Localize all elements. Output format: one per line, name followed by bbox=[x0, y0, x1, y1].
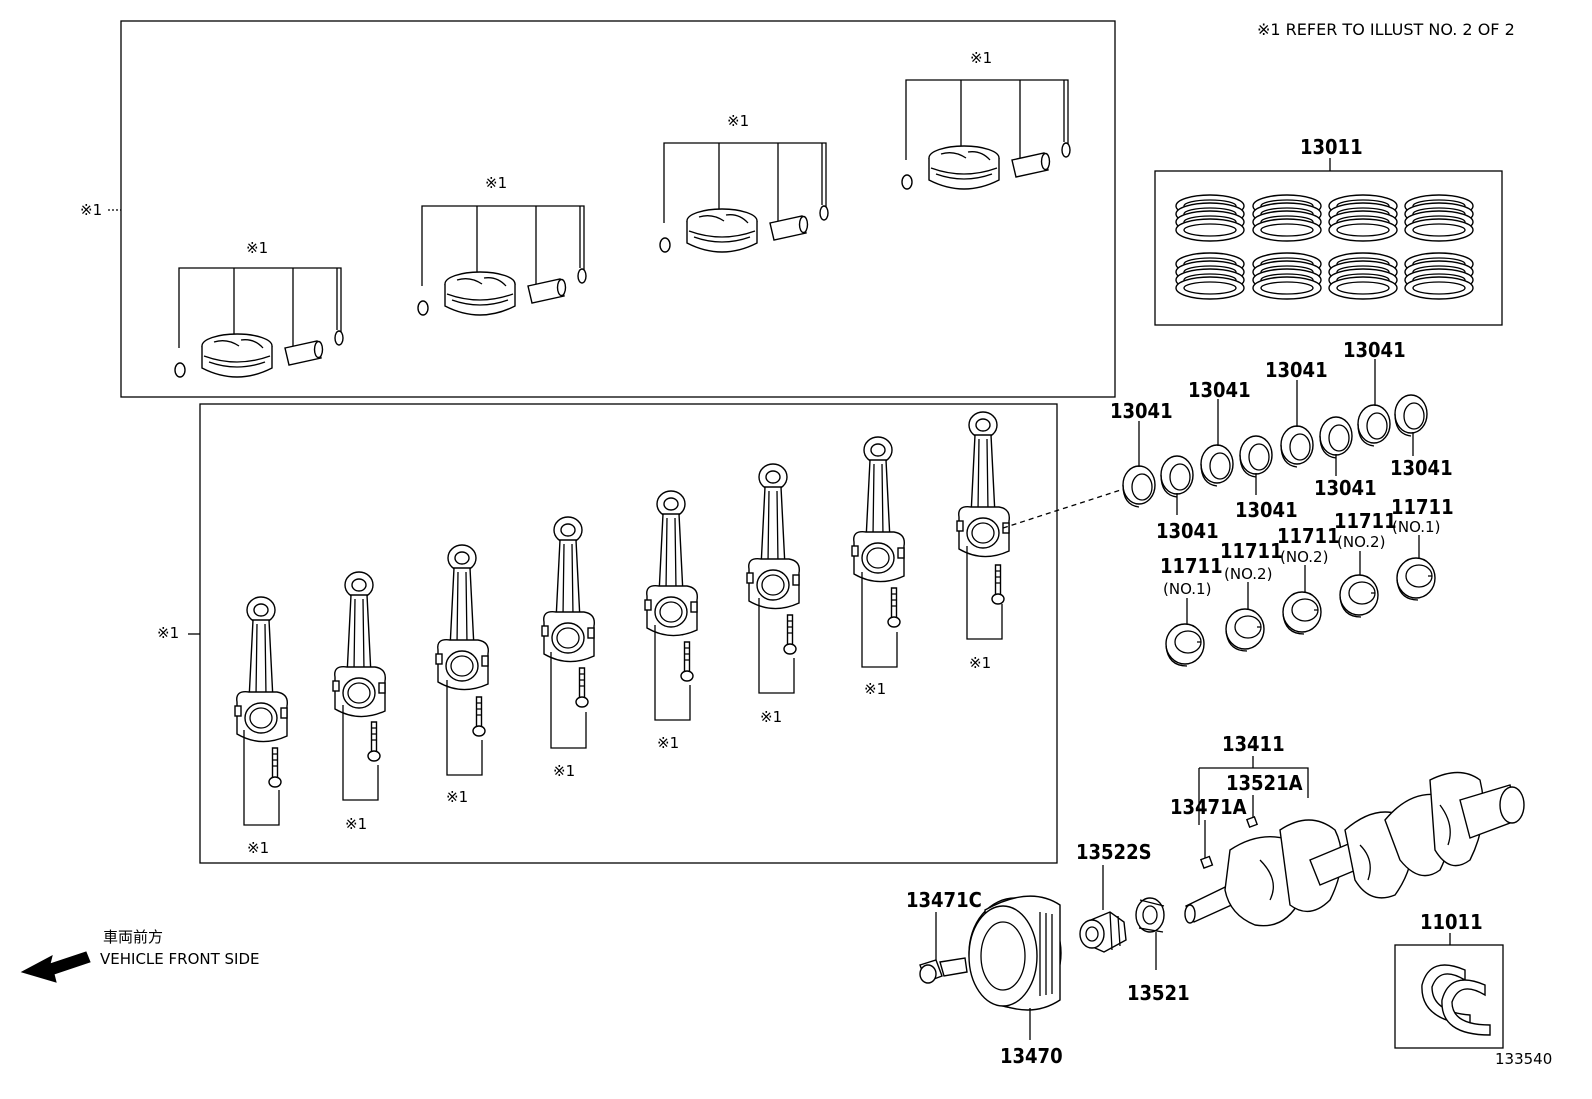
part-13522S-label: 13522S bbox=[1076, 840, 1152, 864]
crankshaft bbox=[1184, 771, 1525, 927]
part-13011-label: 13011 bbox=[1300, 135, 1363, 159]
piston-set-2-marker: ※1 bbox=[485, 174, 507, 192]
pulley-bolt bbox=[919, 957, 968, 984]
conrod-4: ※1 bbox=[541, 516, 595, 780]
vehicle-front-en: VEHICLE FRONT SIDE bbox=[100, 950, 260, 968]
part-11711-label-5: 11711 bbox=[1391, 495, 1454, 519]
conrod-2-marker: ※1 bbox=[345, 815, 367, 833]
part-13041-label-8: 13041 bbox=[1390, 456, 1453, 480]
part-13471C-label: 13471C bbox=[906, 888, 982, 912]
thrust-washers bbox=[1421, 964, 1491, 1036]
conrod-3-marker: ※1 bbox=[446, 788, 468, 806]
conrod-4-marker: ※1 bbox=[553, 762, 575, 780]
part-11711-label-2-no: (NO.2) bbox=[1224, 565, 1272, 583]
part-13041-label-5: 13041 bbox=[1156, 519, 1219, 543]
piston-group-box bbox=[120, 20, 1116, 398]
part-11711-label-5-no: (NO.1) bbox=[1392, 518, 1440, 536]
conrod-6: ※1 bbox=[746, 463, 800, 726]
part-13041-label-3: 13041 bbox=[1265, 358, 1328, 382]
piston-set-3: ※1 bbox=[659, 112, 829, 253]
crank-pulley bbox=[968, 895, 1062, 1011]
part-11011-label: 11011 bbox=[1420, 910, 1483, 934]
conrod-8-marker: ※1 bbox=[969, 654, 991, 672]
vehicle-front-jp: 車両前方 bbox=[103, 928, 163, 946]
refer-note: ※1 REFER TO ILLUST NO. 2 OF 2 bbox=[1257, 20, 1515, 39]
part-13521A-label: 13521A bbox=[1226, 771, 1303, 795]
piston-ring-sets bbox=[1175, 194, 1474, 300]
conrod-1-marker: ※1 bbox=[247, 839, 269, 857]
conrod-1: ※1 bbox=[234, 596, 288, 857]
crank-key-gear bbox=[1135, 897, 1165, 933]
piston-set-4: ※1 bbox=[901, 49, 1071, 190]
part-13041-label-7: 13041 bbox=[1314, 476, 1377, 500]
part-11711-label-3-no: (NO.2) bbox=[1280, 548, 1328, 566]
piston-set-4-marker: ※1 bbox=[970, 49, 992, 67]
part-13411-label: 13411 bbox=[1222, 732, 1285, 756]
part-11711-label-2: 11711 bbox=[1220, 539, 1283, 563]
part-11711-label-1: 11711 bbox=[1160, 554, 1223, 578]
piston-set-3-marker: ※1 bbox=[727, 112, 749, 130]
conrod-group-box bbox=[199, 403, 1058, 864]
part-13471A-label: 13471A bbox=[1170, 795, 1247, 819]
part-13521-label: 13521 bbox=[1127, 981, 1190, 1005]
part-13041-label-4: 13041 bbox=[1343, 338, 1406, 362]
part-13041-label-6: 13041 bbox=[1235, 498, 1298, 522]
part-11711-label-4: 11711 bbox=[1334, 509, 1397, 533]
conrod-2: ※1 bbox=[332, 571, 386, 833]
piston-set-1: ※1 bbox=[174, 239, 344, 378]
piston-set-1-marker: ※1 bbox=[246, 239, 268, 257]
part-11711-label-3: 11711 bbox=[1277, 524, 1340, 548]
part-13470-label: 13470 bbox=[1000, 1044, 1063, 1068]
conrod-6-marker: ※1 bbox=[760, 708, 782, 726]
part-11711-label-1-no: (NO.1) bbox=[1163, 580, 1211, 598]
part-11711-label-4-no: (NO.2) bbox=[1337, 533, 1385, 551]
ring-set-box bbox=[1154, 170, 1503, 326]
conrod-5-marker: ※1 bbox=[657, 734, 679, 752]
part-13041-label-1: 13041 bbox=[1110, 399, 1173, 423]
front-arrow-icon bbox=[20, 951, 91, 983]
crank-sprocket bbox=[1079, 911, 1127, 953]
thrust-washer-box bbox=[1394, 944, 1504, 1049]
conrod-box-marker: ※1 bbox=[157, 624, 179, 642]
piston-set-2: ※1 bbox=[417, 174, 587, 316]
conrod-7: ※1 bbox=[851, 436, 905, 698]
illustration-number: 133540 bbox=[1495, 1050, 1552, 1068]
conrod-5: ※1 bbox=[644, 490, 698, 752]
part-13041-label-2: 13041 bbox=[1188, 378, 1251, 402]
conrod-8: ※1 bbox=[956, 411, 1010, 672]
conrod-7-marker: ※1 bbox=[864, 680, 886, 698]
conrod-3: ※1 bbox=[435, 544, 489, 806]
piston-box-marker: ※1 bbox=[80, 201, 102, 219]
